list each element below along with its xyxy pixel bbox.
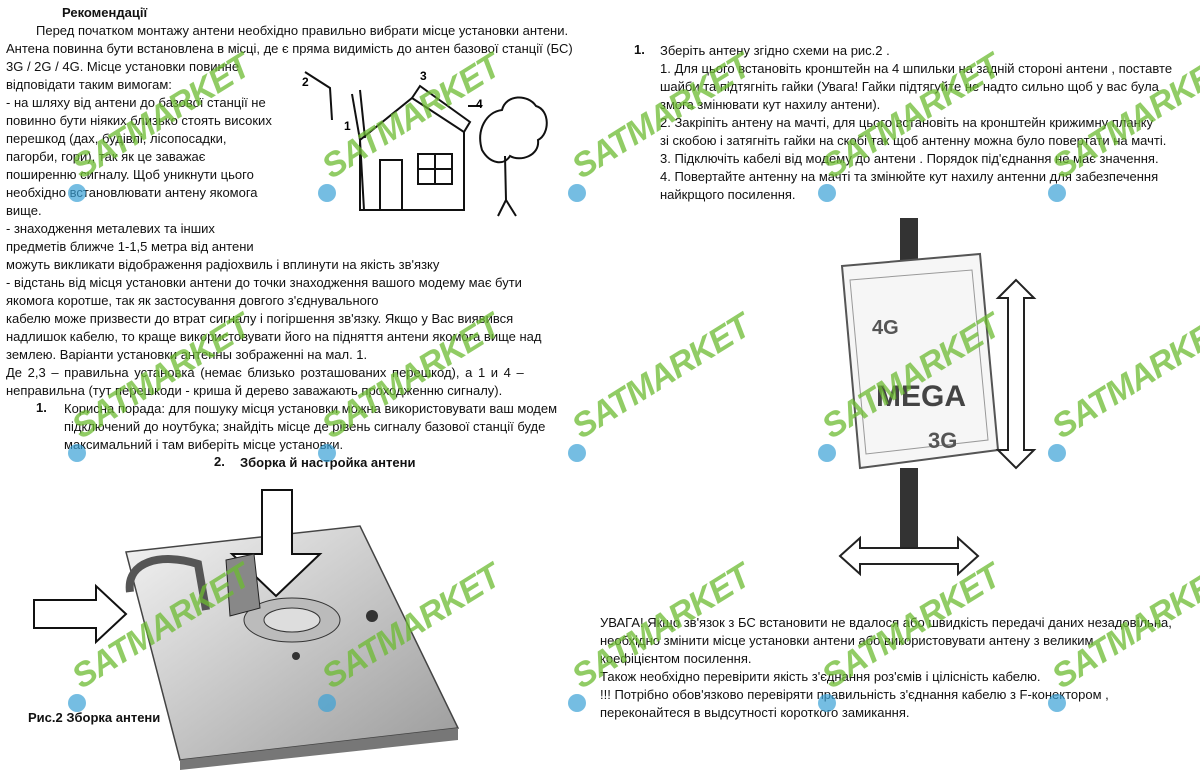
mast-antenna-figure: 4G MEGA 3G: [838, 218, 1037, 577]
paragraph-line: - знаходження металевих та інших: [6, 221, 215, 236]
house-label: 2: [302, 75, 309, 89]
watermark-text: SATMARKET: [1045, 306, 1200, 447]
warning-line: необхідно змінити місце установки антени…: [600, 633, 1094, 648]
house-installation-figure: 2 1 3 4: [302, 69, 548, 217]
step-line: 3. Підключіть кабелі від модему до антен…: [660, 151, 1159, 166]
step-title: Зберіть антену згідно схеми на рис.2 .: [660, 43, 890, 58]
step-line: 4. Повертайте антенну на мачті та змінюй…: [660, 169, 1159, 184]
antenna-label: 4G: [872, 317, 899, 339]
house-label: 4: [476, 97, 483, 111]
step-line: змога змінювати кут нахилу антени).: [660, 97, 881, 112]
tip-line: Корисна порада: для пошуку місця установ…: [64, 401, 558, 416]
warning-line: УВАГА! Якщо зв'язок з БС встановити не в…: [600, 615, 1172, 630]
paragraph-line: необхідно встановлювати антену якомога: [6, 185, 258, 200]
paragraph-line: відповідати таким вимогам:: [6, 77, 172, 92]
house-label: 1: [344, 119, 351, 133]
paragraph-line: пагорби, гори), так як це заважає: [6, 149, 206, 164]
paragraph-line: - на шляху від антени до базової станції…: [6, 95, 266, 110]
paragraph-line: неправильна (тут перешкоди - криша й дер…: [6, 383, 503, 398]
paragraph-line: поширенню сигналу. Щоб уникнути цього: [6, 167, 254, 182]
paragraph-line: перешкод (дах, будівлі, лісопосадки,: [6, 131, 227, 146]
paragraph-line: вище.: [6, 203, 42, 218]
section-number: 2.: [214, 454, 225, 469]
house-label: 3: [420, 69, 427, 83]
step-line: 1. Для цього встановіть кронштейн на 4 ш…: [660, 61, 1173, 76]
tip-line: максимальний і там виберіть місце устано…: [64, 437, 344, 452]
watermark-logo: SATMARKET: [560, 307, 757, 470]
watermark-text: SATMARKET: [565, 306, 757, 447]
figure-caption: Рис.2 Зборка антени: [28, 710, 161, 725]
paragraph-line: якомога коротше, так як застосування дов…: [6, 293, 379, 308]
antenna-label: 3G: [928, 428, 957, 453]
paragraph-line: Антена повинна бути встановлена в місці,…: [6, 41, 573, 56]
step-number: 1.: [634, 42, 645, 57]
antenna-assembly-figure: [33, 489, 460, 770]
paragraph-line: кабелю може призвести до втрат сигналу і…: [6, 311, 514, 326]
warning-line: Також необхідно перевірити якість з'єдна…: [600, 669, 1041, 684]
paragraph-line: можуть викликати відображення радіохвиль…: [6, 257, 440, 272]
antenna-label: MEGA: [876, 380, 966, 413]
paragraph-line: предметів ближче 1-1,5 метра від антени: [6, 239, 254, 254]
step-line: зі скобою і затягніть гайки на скобі так…: [660, 133, 1167, 148]
tip-line: підключений до ноутбука; знайдіть місце …: [64, 419, 546, 434]
warning-line: переконайтеся в выдсутності короткого за…: [600, 705, 910, 720]
watermark-logo: SATMARKET: [1040, 307, 1200, 470]
paragraph-line: - відстань від місця установки антени до…: [6, 275, 522, 290]
warning-line: коефіцієнтом посилення.: [600, 651, 752, 666]
section-title: Зборка й настройка антени: [240, 455, 416, 470]
step-line: шайби та підтягніть гайки (Увага! Гайки …: [660, 79, 1159, 94]
warning-line: !!! Потрібно обов'язково перевіряти прав…: [600, 687, 1109, 702]
paragraph-line: надлишок кабелю, то краще використовуват…: [6, 329, 542, 344]
paragraph-line: повинно бути ніяких близько стоять висок…: [6, 113, 272, 128]
paragraph-line: Перед початком монтажу антени необхідно …: [36, 23, 569, 38]
step-line: 2. Закріпіть антену на мачті, для цього …: [660, 115, 1154, 130]
step-line: найкрщого посилення.: [660, 187, 796, 202]
tip-number: 1.: [36, 400, 47, 415]
watermark-logo: SATMARKET: [1040, 557, 1200, 720]
paragraph-line: землею. Варіанти установки антенны зобра…: [6, 347, 368, 362]
paragraph-line: Де 2,3 – правильна установка (немає близ…: [6, 365, 524, 380]
recommendations-heading: Рекомендації: [62, 5, 148, 20]
paragraph-line: 3G / 2G / 4G. Місце установки повинне: [6, 59, 240, 74]
